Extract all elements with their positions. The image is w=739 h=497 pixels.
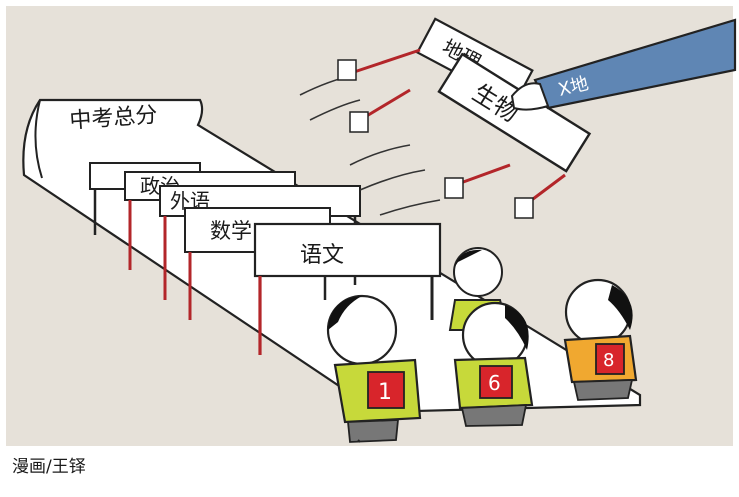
kid-1-bib <box>367 371 405 409</box>
kid-8-bib-number: 8 <box>603 350 614 371</box>
flying-leg <box>454 163 511 187</box>
flying-foot <box>514 197 534 219</box>
scroll-curl <box>34 99 43 179</box>
flying-foot <box>337 59 357 81</box>
kid-6-bib-number: 6 <box>488 371 501 395</box>
hurdle-chinese: 语文 <box>253 222 442 355</box>
flying-foot <box>349 111 369 133</box>
kid-6-bib <box>479 365 513 399</box>
hurdle-label-math: 数学 <box>210 219 252 243</box>
kid-1: 1 <box>326 294 422 443</box>
scroll-title: 中考总分 <box>69 103 159 134</box>
arm: X地 <box>510 18 737 111</box>
flying-foot <box>444 177 464 199</box>
kid-8: 8 <box>563 278 638 401</box>
kid-1-bib-number: 1 <box>378 380 392 405</box>
kid-6: 6 <box>453 301 534 427</box>
kid-8-bib <box>595 343 625 375</box>
flying-leg <box>344 48 421 77</box>
hurdle-label-chinese: 语文 <box>300 243 344 268</box>
artist-credit: 漫画/王铎 <box>12 457 86 477</box>
arm-hand <box>510 82 550 111</box>
